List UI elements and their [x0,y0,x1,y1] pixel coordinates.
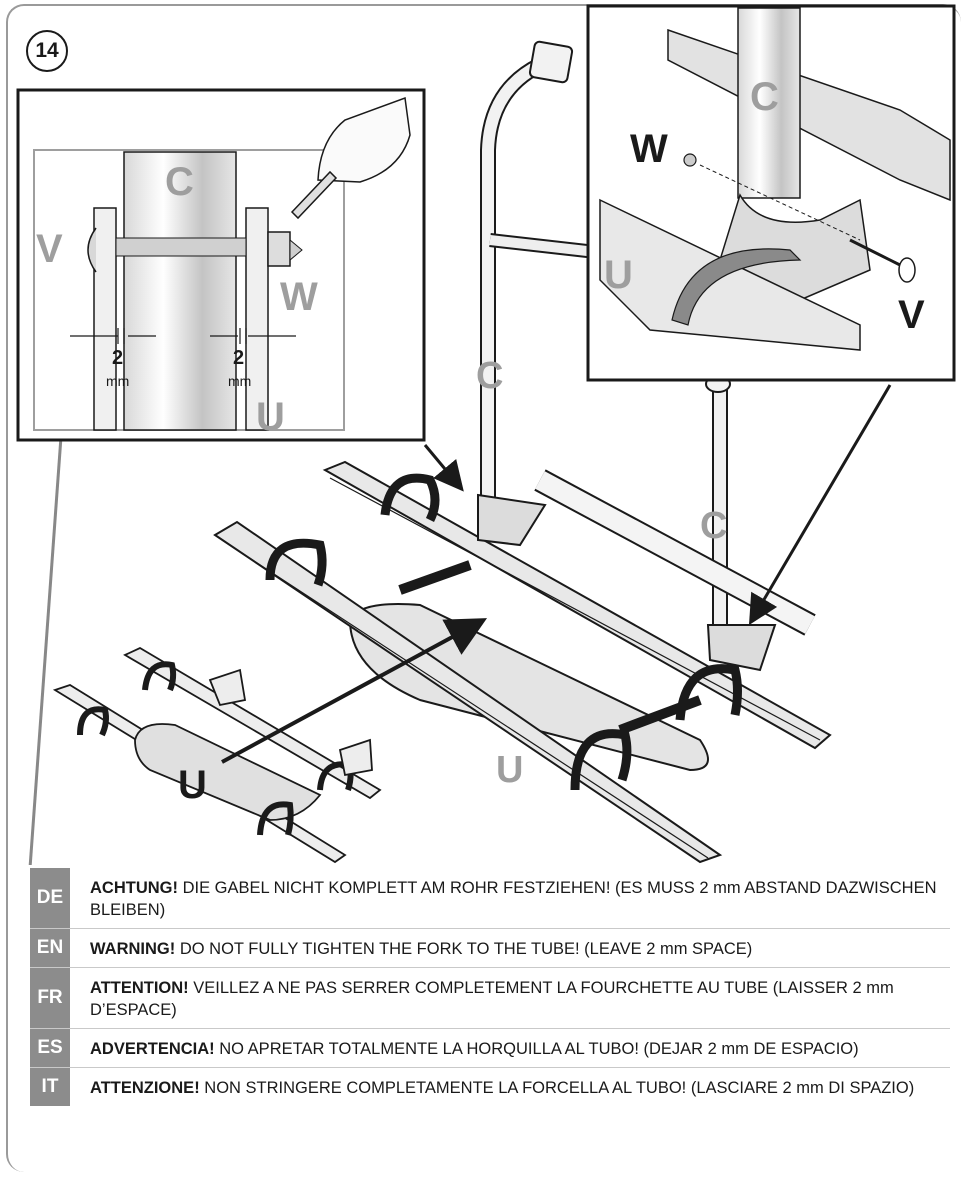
arrow-to-left-bracket [423,444,464,492]
label-detail-right-bracket: U [604,253,633,297]
warning-heading-en: WARNING! [90,940,176,958]
warning-text-en: WARNING! DO NOT FULLY TIGHTEN THE FORK T… [70,929,764,967]
label-detail-bolt: V [36,227,63,271]
warning-heading-es: ADVERTENCIA! [90,1040,215,1058]
gap-unit-right: mm [228,373,251,389]
warning-text-it: ATTENZIONE! NON STRINGERE COMPLETAMENTE … [70,1068,926,1106]
lang-badge-it: IT [30,1068,70,1106]
label-tube-lower: C [700,505,727,547]
warning-body-es: NO APRETAR TOTALMENTE LA HORQUILLA AL TU… [214,1040,859,1058]
label-detail-nut: W [280,275,318,319]
label-detail-fork: U [256,395,285,439]
wrench-icon [290,170,338,220]
gap-unit-left: mm [106,373,129,389]
warning-heading-it: ATTENZIONE! [90,1079,200,1097]
warning-body-it: NON STRINGERE COMPLETAMENTE LA FORCELLA … [199,1079,915,1097]
label-detail-right-nut: W [630,127,668,171]
lang-badge-es: ES [30,1029,70,1067]
arrow-to-platform [221,618,488,764]
detail-inset-left: C V W U 2 mm 2 mm [16,88,426,442]
warning-text-de: ACHTUNG! DIE GABEL NICHT KOMPLETT AM ROH… [70,868,950,928]
warning-text-fr: ATTENTION! VEILLEZ A NE PAS SERRER COMPL… [70,968,950,1028]
warning-row-es: ES ADVERTENCIA! NO APRETAR TOTALMENTE LA… [30,1029,950,1068]
hand-icon [317,96,411,183]
label-detail-right-tube: C [750,75,779,119]
warning-row-it: IT ATTENZIONE! NON STRINGERE COMPLETAMEN… [30,1068,950,1106]
step-number: 14 [35,39,59,62]
gap-value-right: 2 [233,347,244,369]
warning-body-de: DIE GABEL NICHT KOMPLETT AM ROHR FESTZIE… [90,879,937,919]
warning-row-en: EN WARNING! DO NOT FULLY TIGHTEN THE FOR… [30,929,950,968]
gap-value-left: 2 [112,347,123,369]
label-tube-upper: C [476,355,503,397]
step-number-badge: 14 [26,30,68,72]
lang-badge-en: EN [30,929,70,967]
folded-carrier-drawing [52,646,382,864]
warning-row-de: DE ACHTUNG! DIE GABEL NICHT KOMPLETT AM … [30,868,950,929]
arrow-to-right-bracket [748,384,892,626]
warning-body-fr: VEILLEZ A NE PAS SERRER COMPLETEMENT LA … [90,979,894,1019]
arrow-warning-to-detail [28,389,78,865]
label-detail-right-bolt: V [898,293,925,337]
detail-inset-right: C W U V [586,4,956,382]
label-platform-small: U [178,763,207,807]
lang-badge-fr: FR [30,968,70,1028]
lang-badge-de: DE [30,868,70,928]
page-frame [6,4,961,1172]
warning-text-es: ADVERTENCIA! NO APRETAR TOTALMENTE LA HO… [70,1029,871,1067]
warning-body-en: DO NOT FULLY TIGHTEN THE FORK TO THE TUB… [175,940,753,958]
warning-table: DE ACHTUNG! DIE GABEL NICHT KOMPLETT AM … [30,868,950,1106]
warning-heading-fr: ATTENTION! [90,979,189,997]
warning-heading-de: ACHTUNG! [90,879,178,897]
assembly-illustration: C C U U C V W U 2 mm 2 mm [16,4,956,865]
label-platform: U [496,749,523,791]
warning-row-fr: FR ATTENTION! VEILLEZ A NE PAS SERRER CO… [30,968,950,1029]
label-detail-tube: C [165,160,194,204]
